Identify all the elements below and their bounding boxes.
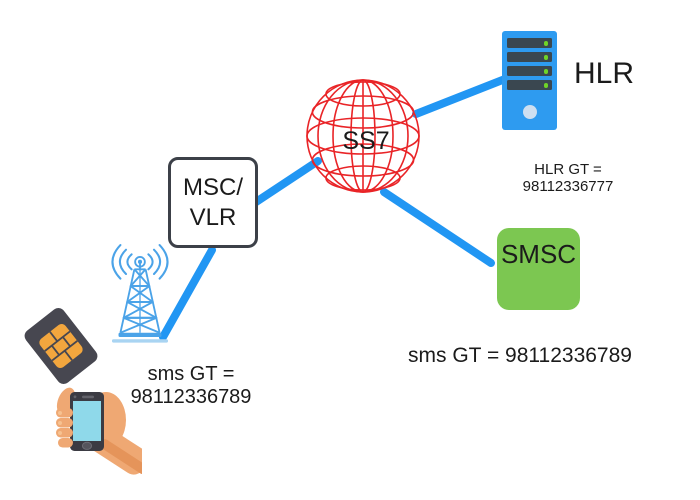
phone-screen (73, 401, 101, 441)
subscriber-gt-label: sms GT = 98112336789 (130, 363, 252, 408)
hlr-gt-label: HLR GT = 98112336777 (522, 161, 614, 195)
sim-card-icon (18, 298, 104, 394)
hand-phone-svg (56, 387, 142, 475)
link-ss7-hlr (412, 75, 509, 118)
cell-tower-icon (98, 243, 182, 346)
led-icon (543, 69, 548, 74)
smsc-label: SMSC (500, 239, 577, 269)
led-icon (543, 83, 548, 88)
ss7-globe-node (301, 74, 425, 198)
msc-vlr-label-line2: VLR (189, 203, 237, 231)
server-power-button-icon (522, 105, 537, 119)
sim-card-svg (24, 308, 98, 384)
link-msc-ss7 (249, 157, 322, 208)
hlr-label: HLR (574, 57, 635, 90)
hand-holding-phone-icon (46, 380, 142, 476)
server-slot (507, 80, 552, 90)
tower-lattice (119, 268, 161, 334)
server-slot (507, 52, 552, 62)
smsc-node: SMSC (497, 228, 580, 310)
msc-vlr-label-line1: MSC/ (183, 173, 243, 201)
led-icon (543, 55, 548, 60)
msc-vlr-node: MSC/ VLR (168, 157, 258, 248)
tower-base (112, 332, 168, 343)
server-slot (507, 38, 552, 48)
link-msc-tower (159, 246, 216, 341)
sim-card-group (24, 308, 98, 384)
server-slot (507, 66, 552, 76)
tower-signal-waves (111, 244, 169, 280)
tower-antenna (134, 256, 146, 271)
hand-fingers (56, 408, 73, 448)
smsc-gt-label: sms GT = 98112336789 (408, 344, 632, 367)
link-ss7-smsc (380, 188, 495, 267)
cell-tower-svg (111, 244, 169, 343)
led-icon (543, 41, 548, 46)
sim-chip-contacts (44, 330, 78, 362)
globe-wireframe (306, 79, 420, 193)
globe-icon (306, 79, 420, 193)
server-icon (502, 31, 557, 130)
ss7-label: SS7 (342, 126, 390, 155)
phone (70, 392, 104, 451)
